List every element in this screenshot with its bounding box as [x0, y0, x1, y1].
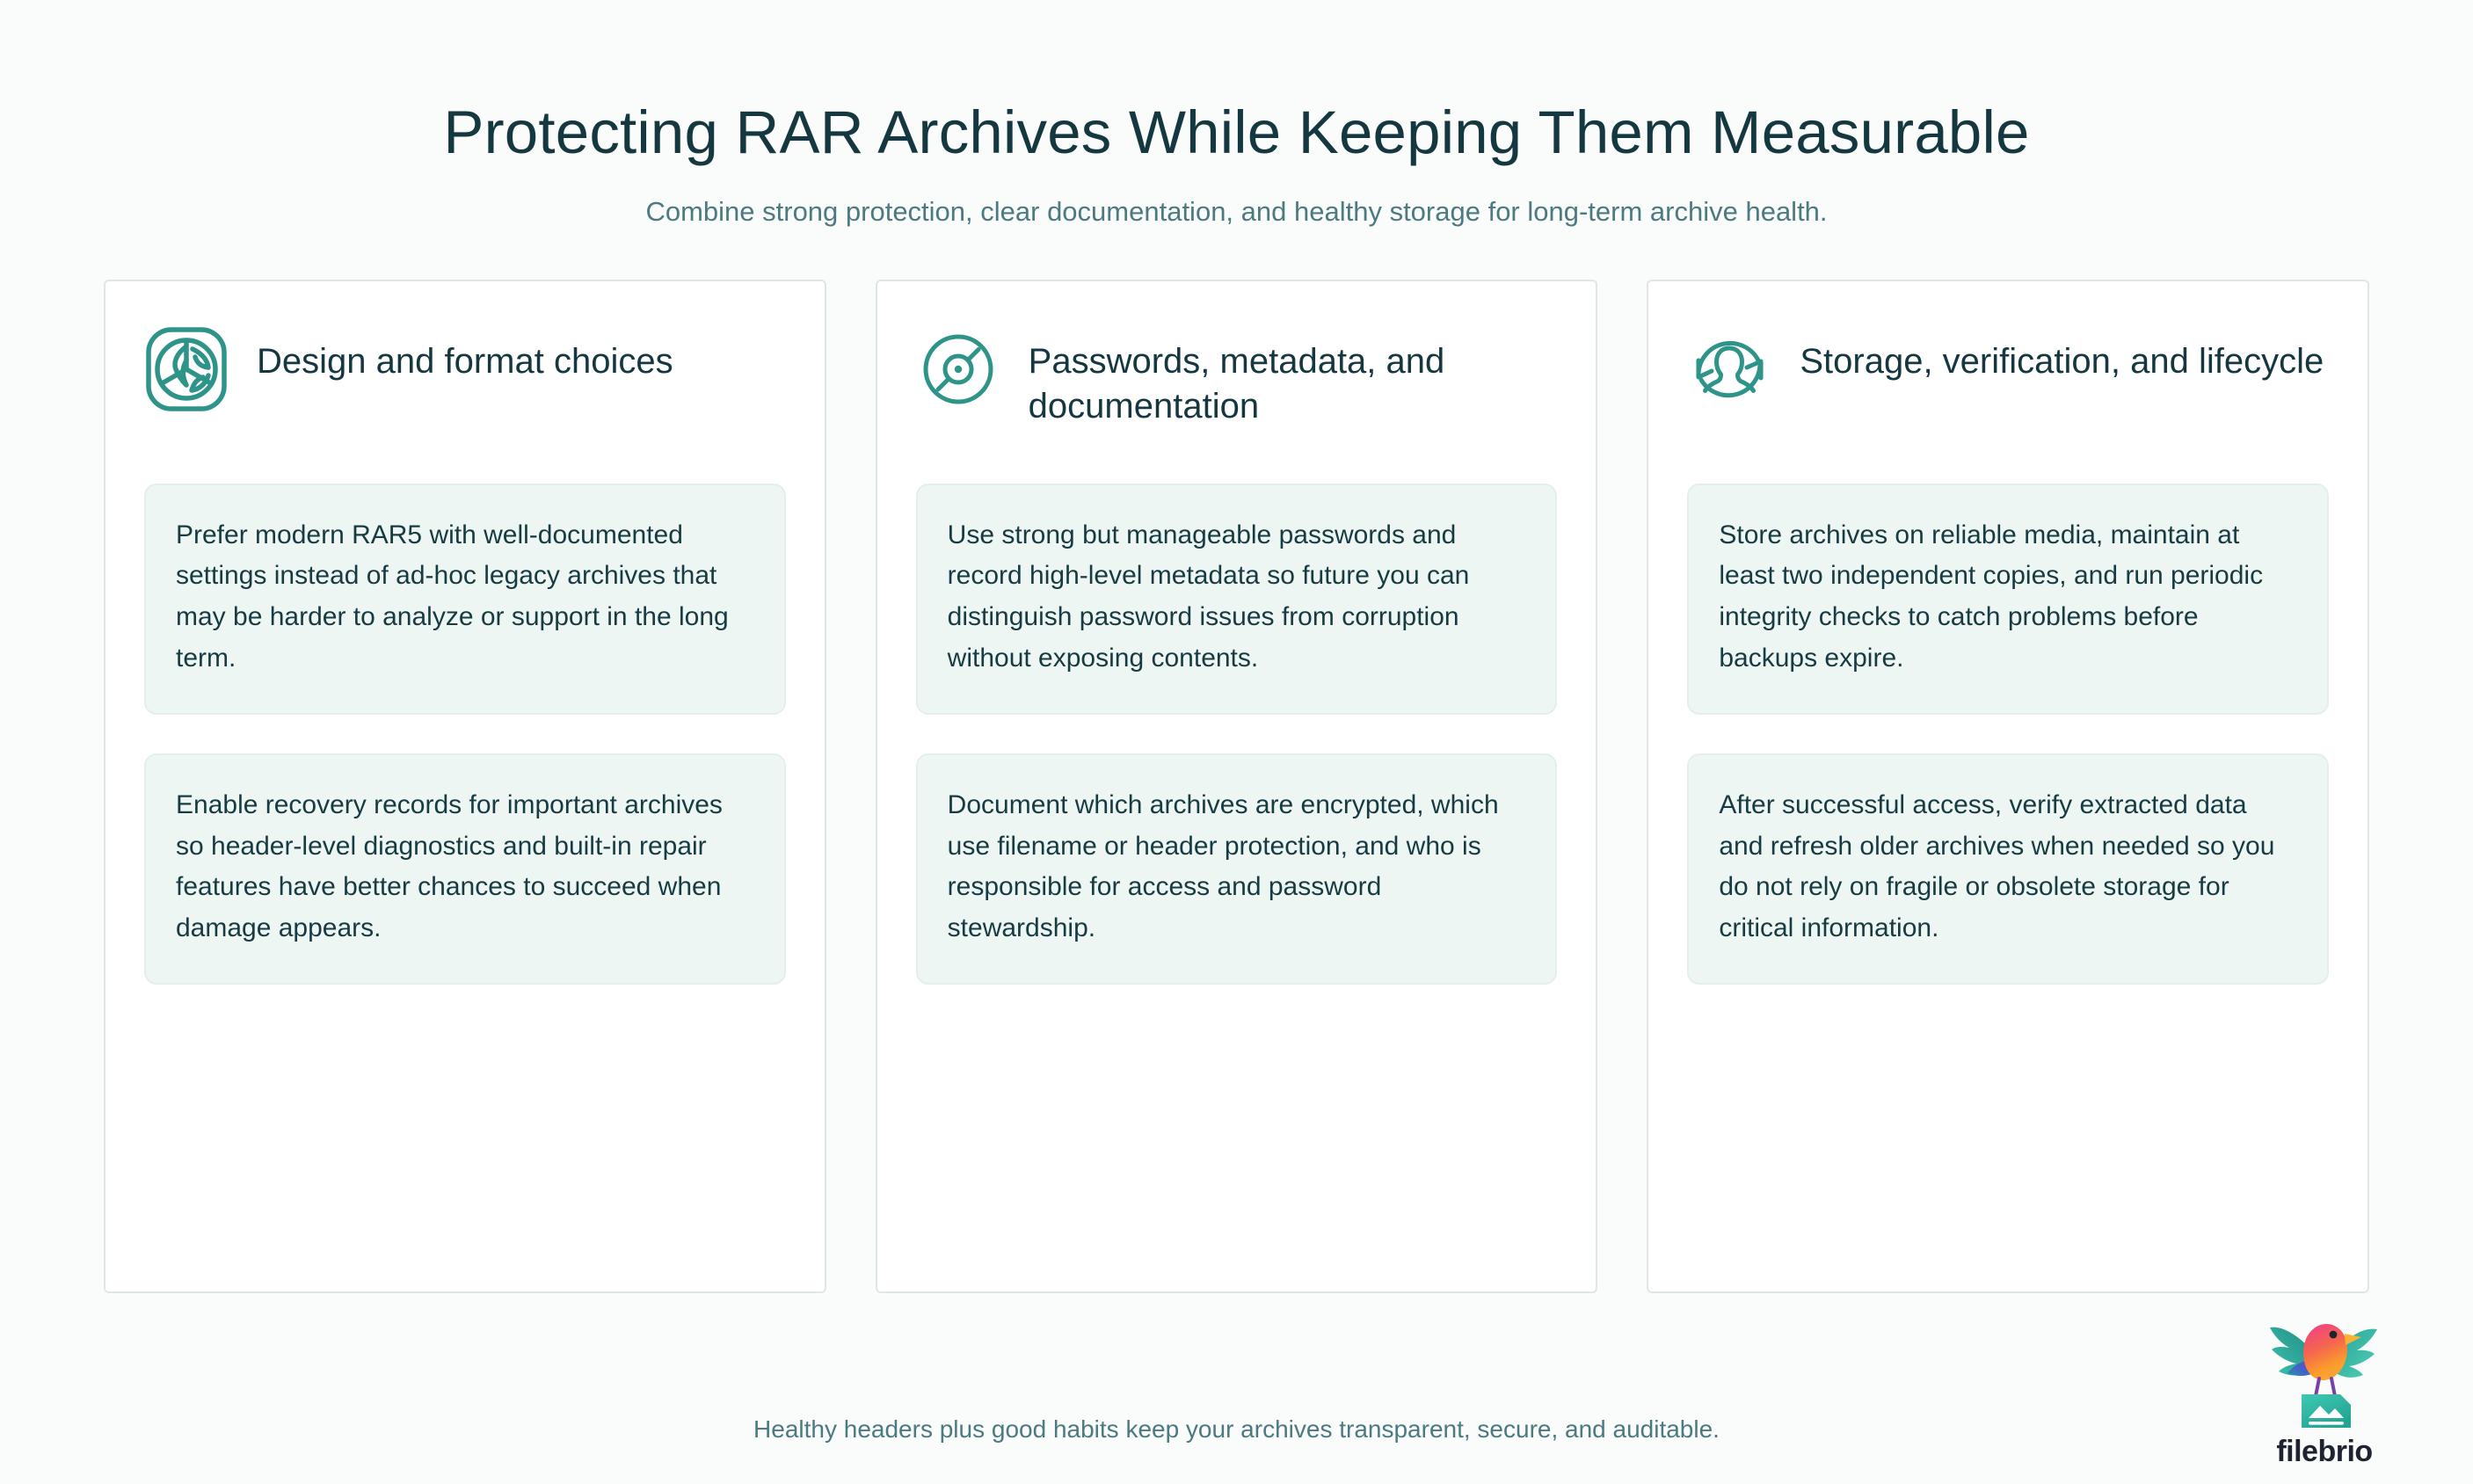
page-header: Protecting RAR Archives While Keeping Th…	[0, 0, 2473, 230]
card-title: Passwords, metadata, and documentation	[1028, 341, 1445, 426]
archive-format-badge-icon	[144, 326, 229, 411]
user-refresh-cycle-icon	[1687, 327, 1771, 411]
card-body: Use strong but manageable passwords and …	[915, 483, 1558, 985]
point-item: Use strong but manageable passwords and …	[915, 483, 1558, 715]
card-title: Design and format choices	[257, 341, 673, 381]
card-body: Store archives on reliable media, mainta…	[1687, 483, 2330, 985]
card-design-and-format: Design and format choices Prefer modern …	[104, 279, 826, 1293]
card-header: Design and format choices	[144, 326, 786, 459]
card-passwords-metadata: Passwords, metadata, and documentation U…	[875, 279, 1598, 1293]
cards-row: Design and format choices Prefer modern …	[0, 279, 2473, 1293]
bird-with-file-icon	[2270, 1324, 2377, 1428]
brand-logo: filebrio	[2241, 1295, 2408, 1466]
page-subtitle: Combine strong protection, clear documen…	[645, 196, 1828, 228]
page-footer: Healthy headers plus good habits keep yo…	[0, 1324, 2473, 1484]
card-storage-verification: Storage, verification, and lifecycle Sto…	[1647, 279, 2370, 1293]
card-header: Passwords, metadata, and documentation	[916, 327, 1558, 459]
disc-icon	[916, 327, 1000, 411]
logo-wordmark: filebrio	[2276, 1435, 2373, 1468]
point-item: Prefer modern RAR5 with well-documented …	[144, 483, 786, 715]
point-item: After successful access, verify extracte…	[1687, 753, 2330, 985]
point-item: Store archives on reliable media, mainta…	[1687, 483, 2330, 715]
card-body: Prefer modern RAR5 with well-documented …	[144, 483, 786, 985]
page-title: Protecting RAR Archives While Keeping Th…	[443, 98, 2030, 166]
point-item: Enable recovery records for important ar…	[144, 753, 786, 985]
point-item: Document which archives are encrypted, w…	[915, 753, 1558, 985]
card-header: Storage, verification, and lifecycle	[1687, 327, 2329, 459]
card-title: Storage, verification, and lifecycle	[1800, 341, 2324, 381]
footer-note: Healthy headers plus good habits keep yo…	[753, 1415, 1720, 1443]
